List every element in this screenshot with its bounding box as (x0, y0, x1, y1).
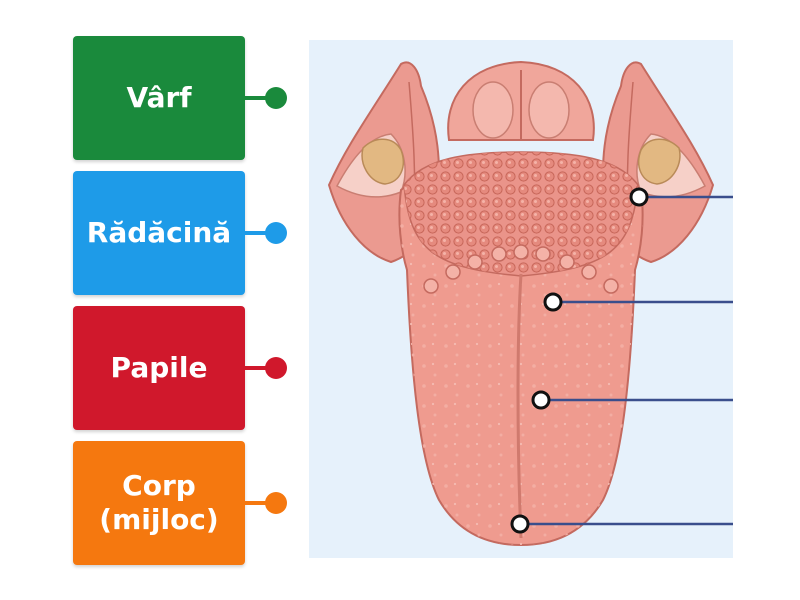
connector-varf[interactable] (245, 85, 287, 111)
label-card-text: Papile (110, 351, 208, 384)
median-groove (516, 273, 523, 539)
connector-line (245, 366, 275, 370)
connector-line (245, 501, 275, 505)
vallate-papillae (423, 244, 619, 294)
label-card-text: Corp (mijloc) (99, 469, 219, 536)
connector-line (245, 231, 275, 235)
connector-radacina[interactable] (245, 220, 287, 246)
tongue-illustration (327, 60, 733, 547)
label-card-papile[interactable]: Papile (73, 306, 245, 430)
label-card-text: Rădăcină (86, 216, 232, 249)
pin-root[interactable] (629, 187, 649, 207)
pin-body[interactable] (531, 390, 551, 410)
connector-dot[interactable] (265, 492, 287, 514)
label-card-text: Vârf (126, 81, 192, 114)
connector-papile[interactable] (245, 355, 287, 381)
pin-tip[interactable] (510, 514, 530, 534)
connector-dot[interactable] (265, 357, 287, 379)
epiglottis (447, 60, 595, 141)
tongue-diagram (309, 40, 733, 558)
connector-line (245, 96, 275, 100)
label-card-corp[interactable]: Corp (mijloc) (73, 441, 245, 565)
connector-dot[interactable] (265, 87, 287, 109)
connector-corp[interactable] (245, 490, 287, 516)
pin-papillae[interactable] (543, 292, 563, 312)
label-card-radacina[interactable]: Rădăcină (73, 171, 245, 295)
label-card-varf[interactable]: Vârf (73, 36, 245, 160)
connector-dot[interactable] (265, 222, 287, 244)
label-pins (510, 187, 733, 534)
